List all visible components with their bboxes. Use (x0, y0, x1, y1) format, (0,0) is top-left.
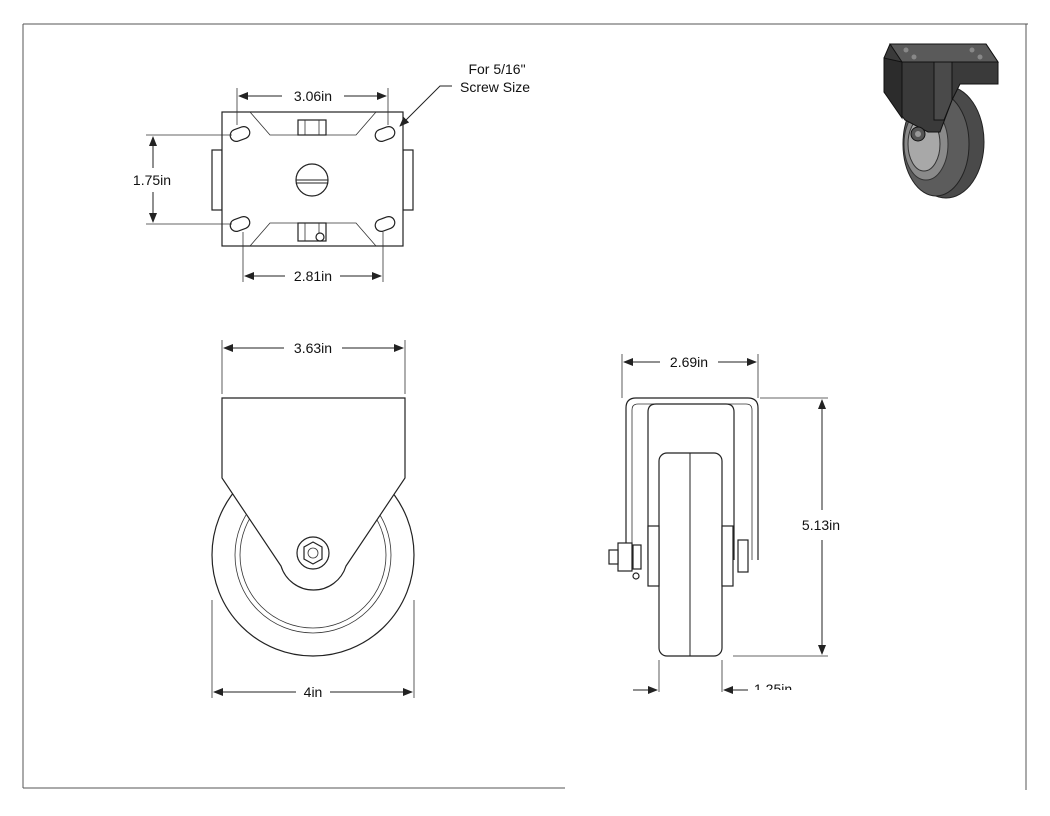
screw-note-line1: For 5/16" (468, 61, 525, 77)
dim-wheel-diameter-label: 4in (304, 684, 323, 700)
dim-wheel-width-label: 1.25in (754, 681, 792, 697)
dim-bottom-width: 2.81in (242, 232, 384, 284)
dim-wheel-diameter: 4in (211, 600, 415, 700)
front-view (211, 397, 415, 657)
dim-overall-height-label: 5.13in (802, 517, 840, 533)
dim-bottom-width-label: 2.81in (294, 268, 332, 284)
caster-render-icon (883, 43, 999, 199)
dim-top-height: 1.75in (133, 134, 232, 225)
dim-overall-height: 5.13in (733, 397, 840, 657)
dim-top-height-label: 1.75in (133, 172, 171, 188)
dim-side-width: 2.69in (621, 354, 759, 398)
top-view (211, 111, 414, 247)
dim-front-width: 3.63in (221, 340, 406, 394)
dim-wheel-width: 1.25in (633, 660, 792, 697)
screw-size-note: For 5/16" Screw Size (399, 61, 530, 127)
dim-top-width: 3.06in (236, 88, 389, 125)
dim-top-width-label: 3.06in (294, 88, 332, 104)
dim-side-width-label: 2.69in (670, 354, 708, 370)
sheet-border (22, 23, 1028, 790)
screw-note-line2: Screw Size (460, 79, 530, 95)
side-view (608, 397, 759, 657)
dim-front-width-label: 3.63in (294, 340, 332, 356)
